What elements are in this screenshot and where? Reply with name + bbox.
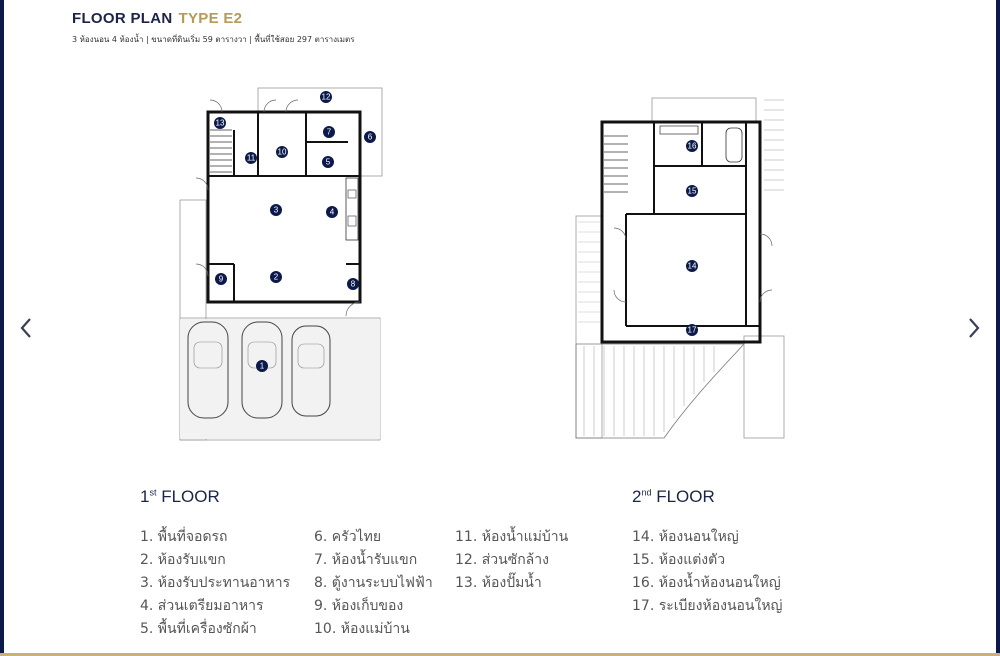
- svg-text:2: 2: [274, 273, 279, 282]
- chevron-right-icon: [969, 318, 980, 338]
- legend-item: 8. ตู้งานระบบไฟฟ้า: [314, 575, 433, 591]
- header: FLOOR PLAN TYPE E2 3 ห้องนอน 4 ห้องน้ำ | …: [72, 10, 355, 46]
- legend-item: 6. ครัวไทย: [314, 529, 382, 545]
- floor1-room-markers: 1 2 3 4 5 6 7 8 9 10 11 12 13: [214, 91, 376, 372]
- floor1-title: 1st FLOOR: [140, 487, 220, 507]
- legend-item: 3. ห้องรับประทานอาหาร: [140, 575, 291, 591]
- svg-text:9: 9: [219, 275, 224, 284]
- legend-item: 5. พื้นที่เครื่องซักผ้า: [140, 621, 257, 637]
- svg-text:11: 11: [247, 154, 256, 163]
- legend-item: 10. ห้องแม่บ้าน: [314, 621, 410, 637]
- floor1-title-num: 1: [140, 487, 150, 506]
- svg-text:13: 13: [216, 119, 225, 128]
- svg-text:7: 7: [327, 128, 332, 137]
- floor2-legend: 14. ห้องนอนใหญ่ 15. ห้องแต่งตัว 16. ห้อง…: [632, 526, 782, 618]
- previous-slide-button[interactable]: [14, 313, 38, 343]
- legend-item: 7. ห้องน้ำรับแขก: [314, 552, 418, 568]
- svg-text:5: 5: [326, 158, 331, 167]
- svg-text:14: 14: [688, 262, 697, 271]
- legend-item: 11. ห้องน้ำแม่บ้าน: [455, 529, 569, 545]
- svg-text:3: 3: [274, 206, 279, 215]
- floor2-title-num: 2: [632, 487, 642, 506]
- svg-text:17: 17: [688, 326, 697, 335]
- floor2-room-markers: 14 15 16 17: [686, 140, 698, 336]
- legend-item: 2. ห้องรับแขก: [140, 552, 226, 568]
- floor1-legend-col2: 6. ครัวไทย 7. ห้องน้ำรับแขก 8. ตู้งานระบ…: [314, 526, 433, 641]
- svg-text:15: 15: [688, 187, 697, 196]
- legend-item: 14. ห้องนอนใหญ่: [632, 529, 739, 545]
- legend-item: 16. ห้องน้ำห้องนอนใหญ่: [632, 575, 781, 591]
- floor1-plan: 1 2 3 4 5 6 7 8 9 10 11 12 13: [178, 86, 384, 442]
- floor2-title: 2nd FLOOR: [632, 487, 715, 507]
- title-type: TYPE E2: [178, 10, 243, 27]
- legend-item: 9. ห้องเก็บของ: [314, 598, 404, 614]
- svg-text:10: 10: [278, 148, 287, 157]
- floor2-title-sup: nd: [641, 487, 652, 498]
- svg-text:1: 1: [260, 362, 265, 371]
- floor1-title-sup: st: [149, 487, 157, 498]
- floor1-plan-drawing: 1 2 3 4 5 6 7 8 9 10 11 12 13: [179, 87, 383, 441]
- floor2-plan: 14 15 16 17: [574, 96, 788, 440]
- page-subtitle: 3 ห้องนอน 4 ห้องน้ำ | ขนาดที่ดินเริ่ม 59…: [72, 35, 355, 44]
- page-title: FLOOR PLAN TYPE E2: [72, 10, 355, 27]
- floor1-legend-col1: 1. พื้นที่จอดรถ 2. ห้องรับแขก 3. ห้องรับ…: [140, 526, 290, 641]
- legend-item: 4. ส่วนเตรียมอาหาร: [140, 598, 264, 614]
- next-slide-button[interactable]: [962, 313, 986, 343]
- floor1-title-word: FLOOR: [161, 487, 220, 506]
- floor2-plan-drawing: 14 15 16 17: [575, 97, 785, 439]
- svg-text:12: 12: [322, 93, 331, 102]
- floor2-title-word: FLOOR: [656, 487, 715, 506]
- svg-text:6: 6: [368, 133, 373, 142]
- chevron-left-icon: [20, 318, 31, 338]
- svg-text:8: 8: [351, 280, 356, 289]
- floor1-legend-col3: 11. ห้องน้ำแม่บ้าน 12. ส่วนซักล้าง 13. ห…: [455, 526, 568, 595]
- svg-text:4: 4: [330, 208, 335, 217]
- legend-item: 15. ห้องแต่งตัว: [632, 552, 726, 568]
- legend-item: 1. พื้นที่จอดรถ: [140, 529, 228, 545]
- legend-item: 17. ระเบียงห้องนอนใหญ่: [632, 598, 783, 614]
- title-main: FLOOR PLAN: [72, 10, 173, 27]
- legend-item: 13. ห้องปั๊มน้ำ: [455, 575, 542, 591]
- svg-text:16: 16: [688, 142, 697, 151]
- legend-item: 12. ส่วนซักล้าง: [455, 552, 549, 568]
- bottom-accent-rule: [0, 653, 1000, 656]
